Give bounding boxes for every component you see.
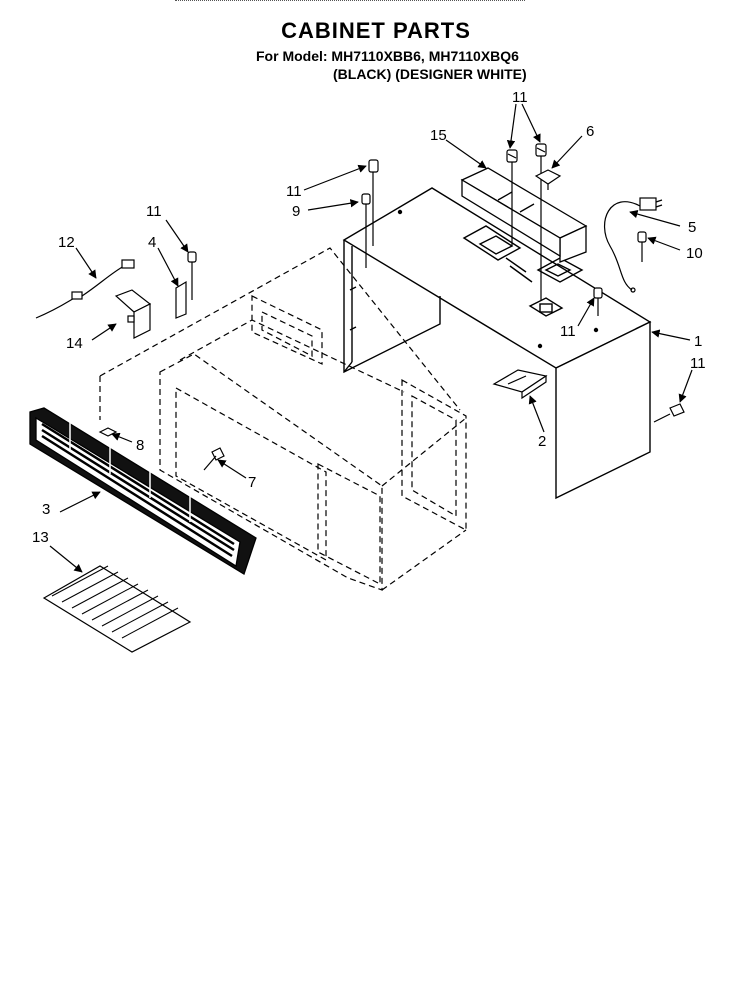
callout-1: 1 [694,333,702,350]
power-cord-5 [604,197,663,293]
callout-7: 7 [248,474,256,491]
scan-artifact-line [175,0,525,2]
grease-filter-13 [42,565,192,653]
callout-6: 6 [586,123,594,140]
inner-cavity-dashed [99,247,467,591]
callout-11-left: 11 [286,183,302,200]
hook-7 [203,447,225,471]
callout-2: 2 [538,433,546,450]
callout-8: 8 [136,437,144,454]
screw-10 [637,231,647,262]
callout-3: 3 [42,501,50,518]
callout-4: 4 [148,234,156,251]
bracket-4 [175,251,197,319]
top-bracket-15 [460,167,588,263]
model-numbers: For Model: MH7110XBB6, MH7110XBQ6 [256,48,519,64]
callout-11-right: 11 [690,355,706,372]
callout-12: 12 [58,234,75,251]
wire-harness-12 [35,259,135,319]
callout-labels: 11 6 15 11 9 5 10 11 4 12 14 11 1 11 8 2… [32,89,706,546]
callout-11-bracket: 11 [146,203,162,220]
callout-15: 15 [430,127,447,144]
callout-11-mid: 11 [560,323,576,340]
bracket-14 [114,289,152,339]
callout-11-top: 11 [512,89,528,106]
clip-6 [534,169,562,190]
front-grille-3 [29,407,257,575]
callout-13: 13 [32,529,49,546]
callout-9: 9 [292,203,300,220]
callout-14: 14 [66,335,83,352]
leader-lines [49,103,693,573]
bracket-2 [492,369,548,400]
model-colors: (BLACK) (DESIGNER WHITE) [333,66,527,82]
page-title: CABINET PARTS [281,18,471,43]
screw-11-middle [593,287,603,316]
callout-10: 10 [686,245,703,262]
screw-11-right [653,403,685,423]
callout-5: 5 [688,219,696,236]
outer-cabinet [342,187,652,500]
screw-11-and-9-left [361,159,379,268]
